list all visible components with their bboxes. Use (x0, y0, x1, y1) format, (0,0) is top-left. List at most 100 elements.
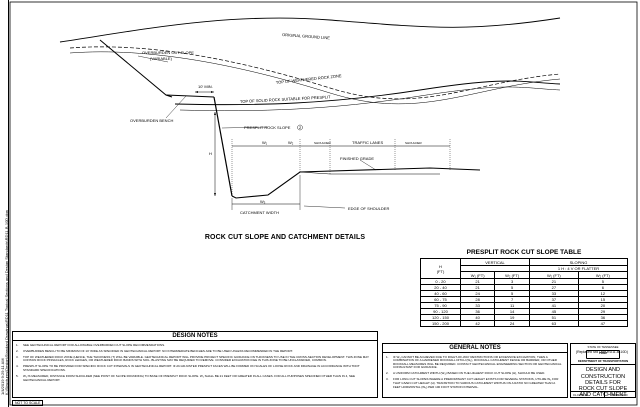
title-block: STATE OF TENNESSEE TDOT DEPARTMENT OF TR… (570, 343, 636, 398)
presplit-rock-face (213, 96, 233, 197)
traffic-lanes-label: TRAFFIC LANES (352, 140, 383, 145)
finished-grade-label: FINISHED GRADE (340, 156, 374, 161)
note-number: 4. (16, 364, 19, 369)
sheet-date: 01-01-2019 (573, 393, 588, 397)
note-text: TOP OF WEATHERED ROCK ZONE (HENCE, THE T… (23, 354, 370, 363)
drawing-number: RD11-B-10D (603, 392, 636, 397)
dimension-arrow (195, 91, 198, 93)
catchment-width-label: CATCHMENT WIDTH (240, 210, 279, 215)
note-text: PRESPLIT SLOPE TO BE PROVIDED FOR SPECIF… (23, 364, 360, 372)
leader-line (221, 126, 269, 129)
leader-line (165, 95, 187, 119)
note-text: A UNIFORM CATCHMENT WIDTH (W₃) BASED ON … (393, 371, 546, 376)
shoulder-left-label: SHOULDER (314, 141, 332, 145)
h-column-header: H (FT) (420, 258, 461, 279)
general-notes-title: GENERAL NOTES (383, 344, 567, 353)
scale-note: NOT TO SCALE (12, 400, 44, 406)
col-header: W₁ (FT) (459, 271, 496, 279)
overburden-cut-slope (99, 39, 173, 98)
original-ground-line (59, 17, 561, 43)
design-notes-list: 1. SEE GEOTECHNICAL REPORT FOR ALLOWABLE … (13, 342, 377, 383)
note-text: SEE GEOTECHNICAL REPORT FOR ALLOWABLE OV… (23, 342, 165, 347)
note-item: 2. OVERBURDEN BENCH TO BE MINIMUM OF 10' … (13, 348, 377, 354)
tdot-logo: TDOT (586, 350, 620, 360)
leader-line (303, 205, 346, 209)
sheet-title: DESIGN AND CONSTRUCTION DETAILS FOR ROCK… (578, 367, 628, 399)
note-item: 1. SEE GEOTECHNICAL REPORT FOR ALLOWABLE … (13, 342, 377, 348)
design-notes-title: DESIGN NOTES (13, 332, 377, 341)
dimension-arrow (211, 91, 214, 93)
shoulder-right-label: SHOULDER (405, 141, 423, 145)
design-notes-box: DESIGN NOTES 1. SEE GEOTECHNICAL REPORT F… (12, 331, 378, 398)
top-solid-rock-line (174, 80, 561, 106)
pavement-line (299, 171, 440, 175)
note-number: 3. (386, 377, 389, 382)
note-callout-circle (297, 124, 303, 131)
general-notes-box: GENERAL NOTES 1. IF W₃ CANNOT BE ACHIEVED… (382, 343, 568, 398)
top-weathered-rock-label: TOP OF WEATHERED ROCK ZONE (276, 73, 342, 85)
presplit-table: PRESPLIT ROCK CUT SLOPE TABLE H (FT) VER… (420, 248, 629, 346)
table-cell: 24 (494, 320, 531, 327)
weathered-rock-boundary (69, 51, 561, 105)
dimension-arrow (214, 193, 216, 196)
solid-rock-boundary (179, 86, 561, 111)
table-cell: 63 (529, 320, 579, 327)
ten-ft-min-label: 10' MIN. (198, 84, 213, 89)
note-number: 1. (16, 342, 19, 347)
margin-strip: 1/4/2019 9:29:11 AM K:\Structures\Design… (0, 0, 9, 407)
note-item: 1. IF W₃ CANNOT BE ACHIEVED DUE TO RIGHT-… (383, 354, 567, 370)
note-item: 3. TOP OF WEATHERED ROCK ZONE (HENCE, THE… (13, 354, 377, 363)
note-item: 5. W₁ IS MEASURED, DISTANCE FROM SHOULDER… (13, 374, 377, 382)
table-cell: 47 (577, 320, 629, 327)
table-cell: 150 - 200 (420, 320, 461, 327)
note-text: W₁ IS MEASURED, DISTANCE FROM SHOULDER (… (23, 374, 355, 382)
note-callout-number: 2 (299, 125, 302, 130)
state-name: STATE OF TENNESSEE (587, 345, 619, 349)
presplit-rock-slope-label: PRESPLIT ROCK SLOPE (244, 125, 291, 130)
col-header: W₂ (FT) (577, 271, 629, 279)
w2-label: W₂ (288, 140, 294, 145)
slope-table: H (FT) VERTICAL SLOPING 1 H : 4 V OR FLA… (420, 258, 629, 327)
col-header: W₁ (FT) (529, 271, 579, 279)
table-cell: 42 (459, 320, 496, 327)
finished-grade-line (231, 167, 481, 199)
note-item: 2. A UNIFORM CATCHMENT WIDTH (W₃) BASED O… (383, 372, 567, 376)
w3-label: W₃ (260, 199, 266, 204)
sheet-border (9, 1, 638, 406)
note-item: 3. FOR LONG CUT SLOPES WHERE A PREDOMINAN… (383, 378, 567, 389)
note-number: 1. (386, 354, 389, 359)
table-title: PRESPLIT ROCK CUT SLOPE TABLE (466, 249, 582, 256)
note-number: 3. (16, 354, 19, 359)
vertical-header: VERTICAL (459, 258, 531, 266)
title-block-footer: 01-01-2019 RD11-B-10D (571, 391, 635, 397)
dimension-arrow (214, 112, 216, 115)
drawing-title: ROCK CUT SLOPE AND CATCHMENT DETAILS (204, 234, 366, 241)
top-weathered-rock-line (69, 46, 561, 100)
department-name: DEPARTMENT OF TRANSPORTATION (571, 360, 635, 366)
general-notes-list: 1. IF W₃ CANNOT BE ACHIEVED DUE TO RIGHT-… (383, 354, 567, 390)
original-ground-line-label: ORIGINAL GROUND LINE (282, 32, 330, 40)
w1-label: W₁ (262, 140, 268, 145)
sloping-header: SLOPING (529, 258, 628, 266)
leader-line (137, 55, 169, 63)
leader-line (359, 159, 377, 171)
note-text: IF W₃ CANNOT BE ACHIEVED DUE TO RIGHT-OF… (393, 354, 562, 370)
col-header: W₂ (FT) (494, 271, 531, 279)
note-number: 5. (16, 374, 19, 379)
overburden-bench-label: OVERBURDEN BENCH (130, 118, 173, 123)
note-text: FOR LONG CUT SLOPES WHERE A PREDOMINANT … (393, 377, 559, 389)
edge-of-shoulder-label: EDGE OF SHOULDER (348, 206, 389, 211)
note-number: 2. (386, 371, 389, 376)
overburden-cut-slope-label: OVERBURDEN CUT SLOPE (142, 50, 194, 55)
note-item: 4. PRESPLIT SLOPE TO BE PROVIDED FOR SPEC… (13, 365, 377, 372)
overburden-bench (165, 94, 215, 98)
h-label: H (209, 151, 212, 156)
note-text: OVERBURDEN BENCH TO BE MINIMUM OF 10' WI… (23, 348, 293, 353)
note-number: 2. (16, 348, 19, 353)
top-solid-rock-label: TOP OF SOLID ROCK SUITABLE FOR PRESPLIT (240, 94, 331, 104)
variable-label: (VARIABLE) (150, 56, 173, 61)
